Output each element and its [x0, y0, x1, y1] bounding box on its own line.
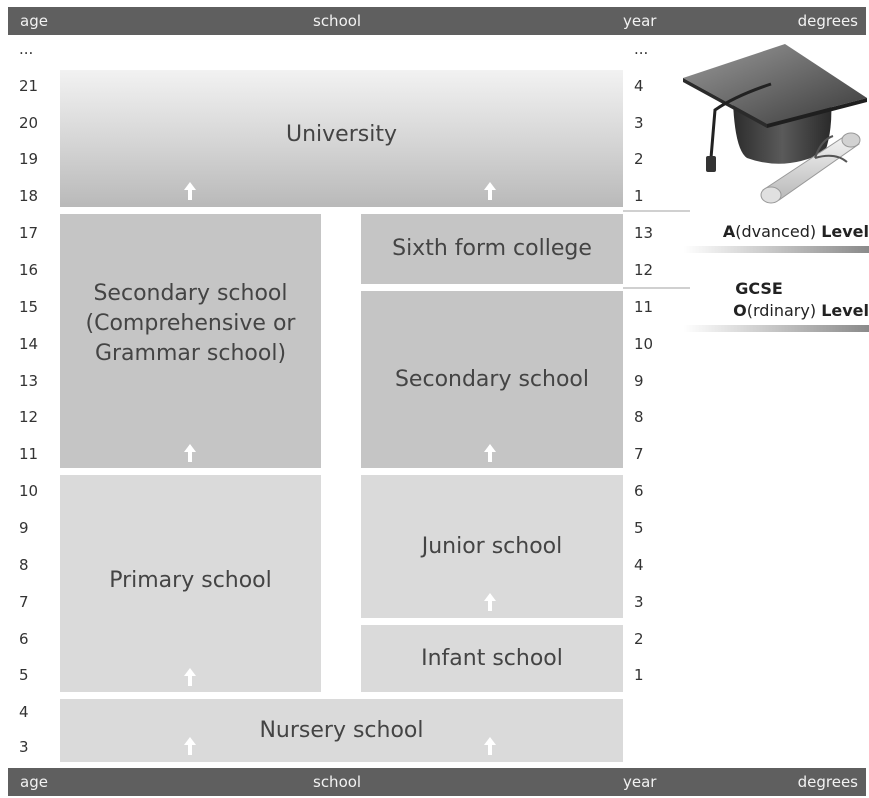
year-label: 2	[634, 630, 644, 648]
year-label: 13	[634, 224, 654, 242]
header-bar: age school year degrees	[8, 7, 866, 35]
year-label: 3	[634, 593, 644, 611]
footer-bar: age school year degrees	[8, 768, 866, 796]
gcse-text: GCSE	[735, 279, 783, 298]
age-label: 10	[19, 482, 39, 500]
up-arrow-icon	[484, 737, 496, 755]
footer-year: year	[623, 773, 657, 791]
o-level-shade	[683, 325, 869, 332]
primary-label: Primary school	[109, 567, 272, 593]
junior-block: Junior school	[361, 475, 623, 618]
age-label: 17	[19, 224, 39, 242]
age-label: 14	[19, 335, 39, 353]
age-label: 16	[19, 261, 39, 279]
a-level-word: Level	[821, 222, 869, 241]
o-level-word: Level	[821, 301, 869, 320]
age-label: 20	[19, 114, 39, 132]
a-level-label: A(dvanced) Level	[669, 222, 869, 242]
a-level-rest: (dvanced)	[735, 222, 817, 241]
year-label: 4	[634, 77, 644, 95]
age-label: 12	[19, 408, 39, 426]
o-level-label: O(rdinary) Level	[669, 301, 869, 321]
up-arrow-icon	[184, 737, 196, 755]
o-level-rest: (rdinary)	[746, 301, 817, 320]
primary-block: Primary school	[60, 475, 321, 692]
secondary-left-line: Grammar school)	[94, 341, 287, 366]
year-label: 8	[634, 408, 644, 426]
secondary-right-label: Secondary school	[394, 366, 590, 392]
age-label: 4	[19, 703, 29, 721]
age-label: 3	[19, 738, 29, 756]
infant-block: Infant school	[361, 625, 623, 692]
year-label: 6	[634, 482, 644, 500]
age-label: 19	[19, 150, 39, 168]
university-block: University	[60, 70, 623, 207]
year-ellipsis: ...	[634, 40, 649, 58]
age-label: 13	[19, 372, 39, 390]
a-level-bold-letter: A	[722, 222, 736, 241]
up-arrow-icon	[184, 182, 196, 200]
age-label: 11	[19, 445, 39, 463]
year-label: 10	[634, 335, 654, 353]
age-label: 5	[19, 666, 29, 684]
age-label: 21	[19, 77, 39, 95]
age-ellipsis: ...	[19, 40, 34, 58]
age-label: 6	[19, 630, 29, 648]
nursery-label: Nursery school	[259, 717, 424, 743]
up-arrow-icon	[484, 182, 496, 200]
up-arrow-icon	[184, 668, 196, 686]
year-label: 12	[634, 261, 654, 279]
junior-label: Junior school	[421, 533, 563, 559]
age-label: 7	[19, 593, 29, 611]
header-school: school	[313, 12, 362, 30]
a-level-shade	[683, 246, 869, 253]
nursery-block: Nursery school	[60, 699, 623, 762]
year-label: 5	[634, 519, 644, 537]
gcse-label: GCSE	[659, 279, 859, 299]
footer-degrees: degrees	[797, 773, 858, 791]
sixth-form-label: Sixth form college	[392, 236, 592, 261]
header-degrees: degrees	[797, 12, 858, 30]
secondary-right-block: Secondary school	[361, 291, 623, 468]
graduation-cap-icon	[683, 44, 867, 204]
sixth-form-block: Sixth form college	[361, 214, 623, 284]
secondary-left-block: Secondary school (Comprehensive or Gramm…	[60, 214, 321, 468]
university-label: University	[286, 121, 397, 147]
year-label: 3	[634, 114, 644, 132]
age-label: 18	[19, 187, 39, 205]
diploma-scroll-icon	[760, 132, 861, 204]
footer-school: school	[313, 773, 362, 791]
year-label: 2	[634, 150, 644, 168]
infant-label: Infant school	[421, 645, 563, 671]
secondary-left-label: Secondary school (Comprehensive or Gramm…	[86, 279, 296, 369]
header-age: age	[20, 12, 48, 30]
year-label: 11	[634, 298, 654, 316]
year-label: 4	[634, 556, 644, 574]
year-label: 1	[634, 187, 644, 205]
up-arrow-icon	[484, 593, 496, 611]
footer-age: age	[20, 773, 48, 791]
year-label: 9	[634, 372, 644, 390]
up-arrow-icon	[184, 444, 196, 462]
age-label: 8	[19, 556, 29, 574]
year-label: 7	[634, 445, 644, 463]
header-year: year	[623, 12, 657, 30]
up-arrow-icon	[484, 444, 496, 462]
secondary-left-line: (Comprehensive or	[85, 311, 296, 336]
o-level-bold-letter: O	[733, 301, 747, 320]
age-label: 9	[19, 519, 29, 537]
year-label: 1	[634, 666, 644, 684]
age-label: 15	[19, 298, 39, 316]
secondary-left-line: Secondary school	[93, 281, 288, 306]
